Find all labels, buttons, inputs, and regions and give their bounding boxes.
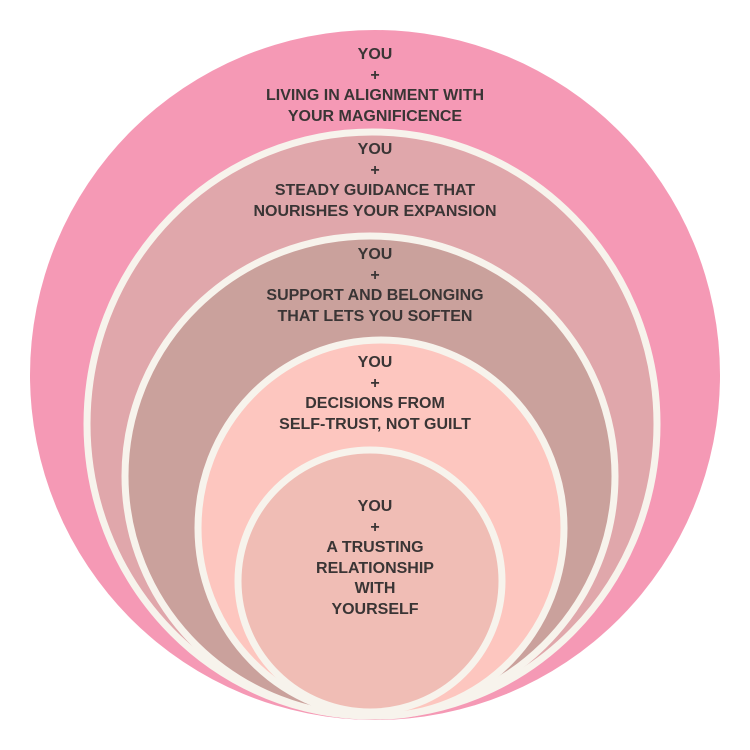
- label-line: SUPPORT AND BELONGING: [266, 287, 484, 304]
- label-line: YOURSELF: [331, 600, 419, 618]
- label-line: YOUR MAGNIFICENCE: [287, 107, 463, 125]
- label-line: +: [370, 66, 380, 84]
- label-line: NOURISHES YOUR EXPANSION: [253, 202, 497, 220]
- ring-4-label: YOU + DECISIONS FROM SELF-TRUST, NOT GUI…: [0, 353, 750, 435]
- label-line: DECISIONS FROM: [305, 395, 445, 412]
- label-line: YOU: [357, 141, 393, 158]
- label-line: THAT LETS YOU SOFTEN: [277, 307, 473, 325]
- label-line: +: [370, 518, 380, 536]
- ring-1-label: YOU + LIVING IN ALIGNMENT WITH YOUR MAGN…: [0, 45, 750, 127]
- label-line: +: [370, 374, 380, 392]
- ring-3-label: YOU + SUPPORT AND BELONGING THAT LETS YO…: [0, 245, 750, 327]
- label-line: +: [370, 161, 380, 179]
- label-line: STEADY GUIDANCE THAT: [274, 182, 476, 199]
- label-line: SELF-TRUST, NOT GUILT: [279, 415, 471, 433]
- label-line: YOU: [357, 498, 393, 515]
- ring-2-label: YOU + STEADY GUIDANCE THAT NOURISHES YOU…: [0, 140, 750, 222]
- label-line: LIVING IN ALIGNMENT WITH: [265, 87, 485, 104]
- label-line: +: [370, 266, 380, 284]
- label-line: A TRUSTING: [326, 539, 424, 556]
- label-line: YOU: [357, 246, 393, 263]
- label-line: WITH: [354, 580, 396, 597]
- label-line: YOU: [357, 46, 393, 63]
- ring-5: [234, 446, 506, 716]
- label-line: YOU: [357, 354, 393, 371]
- label-line: RELATIONSHIP: [316, 559, 434, 577]
- ring-5-label: YOU + A TRUSTING RELATIONSHIP WITH YOURS…: [0, 497, 750, 620]
